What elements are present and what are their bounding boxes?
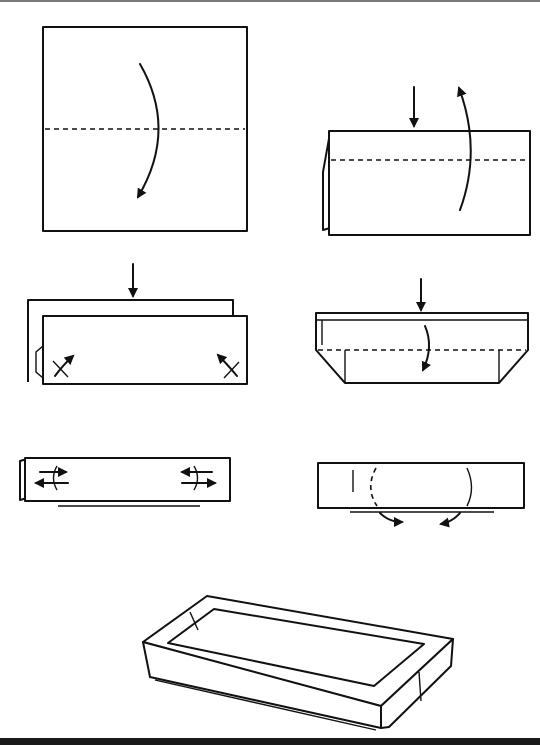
- step-6-open-strip: [317, 462, 525, 528]
- pocket-curve-left: [52, 465, 58, 491]
- open-arrow-right-icon: [439, 512, 461, 528]
- strip-rectangle: [317, 462, 525, 509]
- folded-strip: [24, 457, 231, 502]
- bottom-frame-bar: [0, 738, 540, 745]
- folded-rectangle: [328, 130, 531, 236]
- corner-fold-arrow-right-icon: [216, 353, 238, 377]
- corner-fold-arrow-left-icon: [54, 354, 75, 377]
- corner-fold-mark-left: [52, 360, 69, 378]
- step-1-square: [42, 26, 248, 232]
- box-inner-floor: [167, 608, 425, 687]
- step-3-fold-corners: [27, 263, 248, 385]
- open-arrow-left-icon: [379, 512, 404, 527]
- bottom-edge-line: [154, 679, 377, 731]
- fold-up-arrow-icon: [457, 86, 472, 211]
- pocket-curve-right: [193, 465, 199, 491]
- corner-fold-mark-right: [223, 361, 240, 379]
- fold-down-arrow-icon: [136, 63, 160, 199]
- dashed-curve-left: [369, 467, 378, 507]
- fold-down-arrow-icon: [421, 325, 431, 372]
- curve-right: [466, 467, 473, 507]
- tray-shape: [315, 312, 529, 384]
- top-frame-line: [0, 0, 540, 2]
- right-wall-seam: [418, 671, 422, 702]
- front-layer: [42, 315, 248, 385]
- left-inner-fold: [189, 611, 199, 631]
- left-corner-flap: [35, 345, 44, 379]
- step-2-folded-half: [322, 86, 531, 236]
- step-4-fold-flaps: [315, 278, 529, 384]
- step-5-strip: [19, 457, 231, 507]
- step-7-finished-box: [142, 595, 454, 731]
